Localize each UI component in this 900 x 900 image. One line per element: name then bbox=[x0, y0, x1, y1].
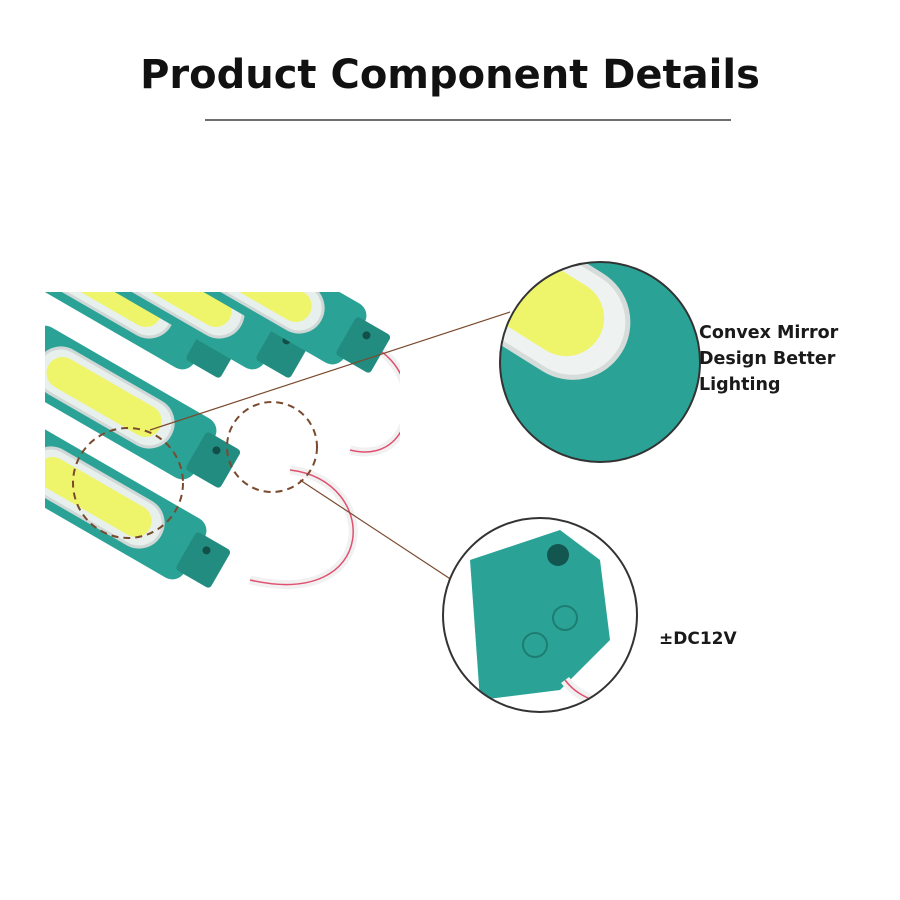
leader-line-connector bbox=[299, 479, 456, 583]
callout-convex-mirror: Convex Mirror Design Better Lighting bbox=[699, 320, 838, 398]
highlight-connector-marker bbox=[226, 401, 318, 493]
callout-line: Design Better bbox=[699, 349, 836, 369]
callout-line: Lighting bbox=[699, 375, 781, 395]
leader-line-led bbox=[149, 311, 511, 431]
callout-line: Convex Mirror bbox=[699, 323, 839, 343]
zoom-connector bbox=[443, 518, 637, 712]
title-underline bbox=[205, 119, 731, 121]
highlight-led-marker bbox=[72, 427, 184, 539]
led-modules-photo bbox=[45, 292, 400, 632]
callout-line: ±DC12V bbox=[659, 629, 737, 649]
callout-voltage: ±DC12V bbox=[659, 626, 737, 652]
page-title: Product Component Details bbox=[140, 52, 760, 98]
zoom-led-lens bbox=[500, 262, 700, 462]
